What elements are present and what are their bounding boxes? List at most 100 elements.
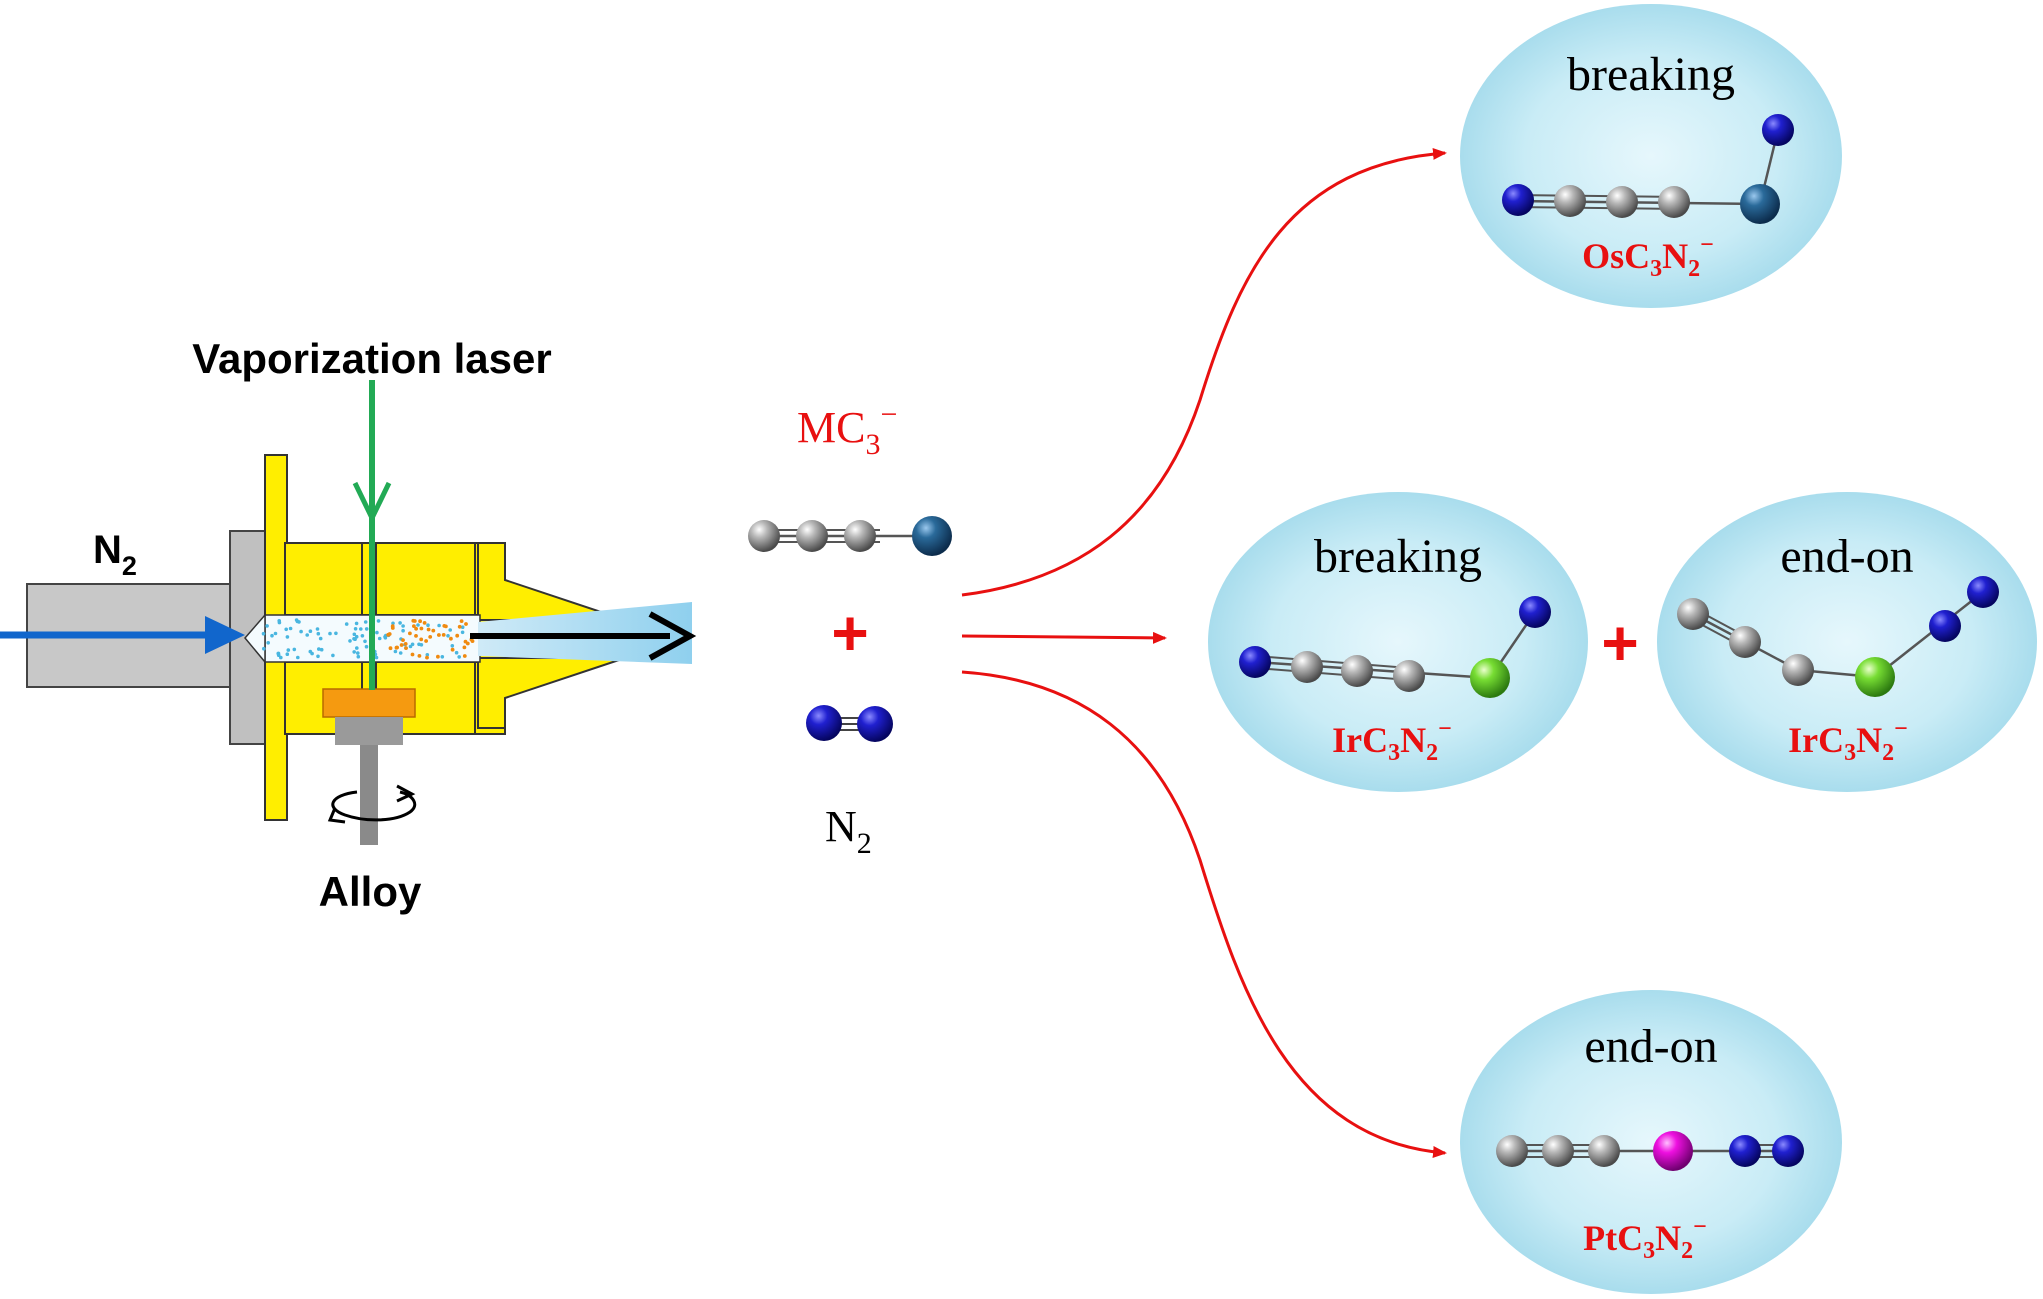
plus-sign: +: [831, 597, 868, 669]
carbon-atom: [1341, 655, 1373, 687]
alloy-particle: [401, 638, 405, 642]
product-bubble: [1460, 4, 1842, 308]
gas-particle: [446, 634, 450, 638]
metal-atom: [912, 516, 952, 556]
product-bubble: [1208, 492, 1588, 792]
gas-particle: [416, 623, 420, 627]
gas-particle: [277, 620, 282, 625]
nitrogen-atom: [806, 705, 842, 741]
gas-particle: [376, 619, 381, 623]
gas-particle: [356, 654, 361, 659]
gas-particle: [391, 621, 395, 626]
gas-particle: [460, 630, 465, 635]
alloy-label: Alloy: [319, 868, 422, 915]
gas-particle: [308, 629, 313, 633]
gas-particle: [364, 627, 369, 631]
gas-particle: [457, 655, 462, 659]
gas-flow-arrowhead-icon: [205, 616, 245, 654]
gas-particle: [364, 644, 369, 649]
nitrogen-atom: [1729, 1135, 1761, 1167]
gas-particle: [344, 622, 349, 626]
gas-inlet-label: N2: [93, 528, 137, 581]
gas-particle: [398, 621, 402, 625]
alloy-particle: [426, 627, 431, 632]
rotation-arrow-icon: [327, 784, 417, 824]
gas-particle: [284, 627, 289, 632]
platinum-atom: [1653, 1131, 1693, 1171]
gas-particle: [316, 654, 320, 659]
alloy-particle: [437, 633, 441, 637]
gas-particle: [417, 642, 421, 647]
gas-particle: [398, 651, 403, 655]
alloy-particle: [457, 624, 462, 629]
alloy-particle: [441, 633, 446, 637]
alloy-particle: [464, 622, 468, 626]
alloy-particle: [395, 645, 399, 650]
gas-particle: [410, 642, 415, 647]
mode-label: end-on: [1780, 530, 1913, 583]
alloy-particle: [390, 626, 395, 630]
gas-particle: [331, 653, 335, 658]
gas-particle: [377, 636, 382, 641]
nitrogen-atom: [1502, 184, 1534, 216]
alloy-particle: [419, 637, 424, 642]
gas-particle: [299, 629, 303, 634]
product-bubble: [1460, 990, 1842, 1294]
alloy-particle: [410, 652, 415, 657]
carbon-atom: [796, 520, 828, 552]
gas-particle: [348, 639, 352, 643]
product-ir-endon: end-on IrC3N2−: [1657, 492, 2037, 792]
gas-particle: [440, 655, 445, 659]
alloy-particle: [404, 646, 408, 650]
gas-particle: [401, 624, 405, 628]
arrow-to-ir-products: [961, 631, 1167, 644]
nitrogen-atom: [1929, 610, 1961, 642]
mode-label: end-on: [1584, 1020, 1717, 1073]
cluster-formula: MC3−: [797, 398, 897, 461]
gas-particle: [363, 620, 368, 624]
alloy-particle: [449, 636, 453, 641]
arrow-to-pt-product: [961, 670, 1447, 1158]
product-formula: IrC3N2−: [1332, 716, 1452, 766]
gas-particle: [354, 621, 359, 626]
gas-particle: [425, 653, 430, 657]
alloy-particle: [462, 645, 467, 650]
vaporized-alloy-particles: [386, 618, 475, 660]
carbon-atom: [1588, 1135, 1620, 1167]
carbon-atom: [1542, 1135, 1574, 1167]
gas-particle: [294, 618, 299, 622]
gas-particle: [285, 652, 290, 656]
iridium-atom: [1470, 658, 1510, 698]
alloy-particle: [425, 655, 429, 660]
reaction-arrows: [961, 147, 1447, 1158]
gas-particle: [363, 639, 367, 644]
gas-particle: [383, 636, 388, 640]
carbon-atom: [748, 520, 780, 552]
gas-particle: [448, 628, 453, 632]
gas-particle: [318, 636, 323, 641]
alloy-particle: [414, 626, 418, 631]
gas-particle: [262, 646, 266, 651]
alloy-particle: [424, 639, 428, 643]
nitrogen-atom: [1519, 596, 1551, 628]
gas-particle: [426, 623, 430, 627]
product-formula: IrC3N2−: [1788, 716, 1908, 766]
alloy-particle: [417, 654, 422, 658]
gas-particle: [352, 632, 357, 637]
n2-label: N2: [825, 802, 872, 860]
gas-particle: [285, 635, 290, 639]
mc3-molecule: [748, 516, 952, 556]
reactants: MC3− + N2: [748, 398, 952, 860]
gas-particle: [265, 624, 269, 628]
carbon-atom: [844, 520, 876, 552]
alloy-particle: [412, 624, 416, 628]
alloy-particle: [408, 631, 412, 636]
mode-label: breaking: [1314, 530, 1482, 583]
carbon-atom: [1729, 626, 1761, 658]
gas-particle: [296, 655, 300, 660]
carrier-gas-particles: [261, 618, 465, 660]
alloy-particle: [465, 641, 470, 646]
nitrogen-atom: [1772, 1135, 1804, 1167]
